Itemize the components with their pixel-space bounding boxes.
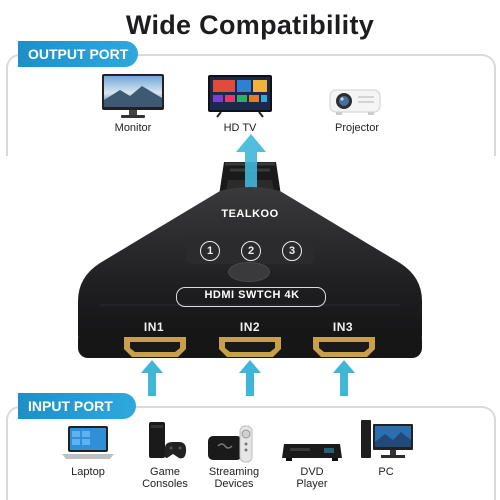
hdmi-port-in3[interactable] <box>311 335 377 359</box>
device-label-monitor: Monitor <box>114 122 152 134</box>
model-label-frame <box>176 287 326 307</box>
page-title: Wide Compatibility <box>125 10 375 40</box>
projector-icon <box>329 89 381 115</box>
device-label-projector: Projector <box>334 122 380 134</box>
pc-icon <box>361 420 413 458</box>
port-label-in2: IN2 <box>239 320 261 334</box>
laptop-icon <box>62 426 114 459</box>
device-label-dvd-player: DVD Player <box>296 466 328 490</box>
indicator-2: 2 <box>241 241 261 261</box>
monitor-icon <box>102 74 164 118</box>
input-arrow-2-icon <box>239 360 261 396</box>
input-section-frame <box>6 406 496 500</box>
device-label-hd-tv: HD TV <box>223 122 257 134</box>
port-label-in1: IN1 <box>143 320 165 334</box>
device-label-streaming-devices: Streaming Devices <box>208 466 260 490</box>
input-port-tag: INPUT PORT <box>18 393 136 419</box>
dvd-player-icon <box>282 444 342 461</box>
hdmi-port-in1[interactable] <box>122 335 188 359</box>
indicator-3: 3 <box>282 241 302 261</box>
game-console-icon <box>149 422 187 459</box>
device-label-game-consoles: Game Consoles <box>142 466 188 490</box>
model-label: HDMI SWTCH 4K <box>204 289 300 301</box>
brand-logo: TEALKOO <box>221 208 279 220</box>
indicator-1: 1 <box>200 241 220 261</box>
output-port-tag: OUTPUT PORT <box>18 41 138 67</box>
streaming-device-icon <box>208 425 253 463</box>
output-arrow-icon <box>236 134 266 192</box>
port-label-in3: IN3 <box>332 320 354 334</box>
switch-select-button[interactable] <box>228 262 270 282</box>
device-label-laptop: Laptop <box>71 466 105 478</box>
input-arrow-1-icon <box>141 360 163 396</box>
hdmi-port-in2[interactable] <box>217 335 283 359</box>
tv-icon <box>208 75 272 118</box>
output-section-frame <box>6 54 496 156</box>
device-label-pc: PC <box>378 466 394 478</box>
input-arrow-3-icon <box>333 360 355 396</box>
